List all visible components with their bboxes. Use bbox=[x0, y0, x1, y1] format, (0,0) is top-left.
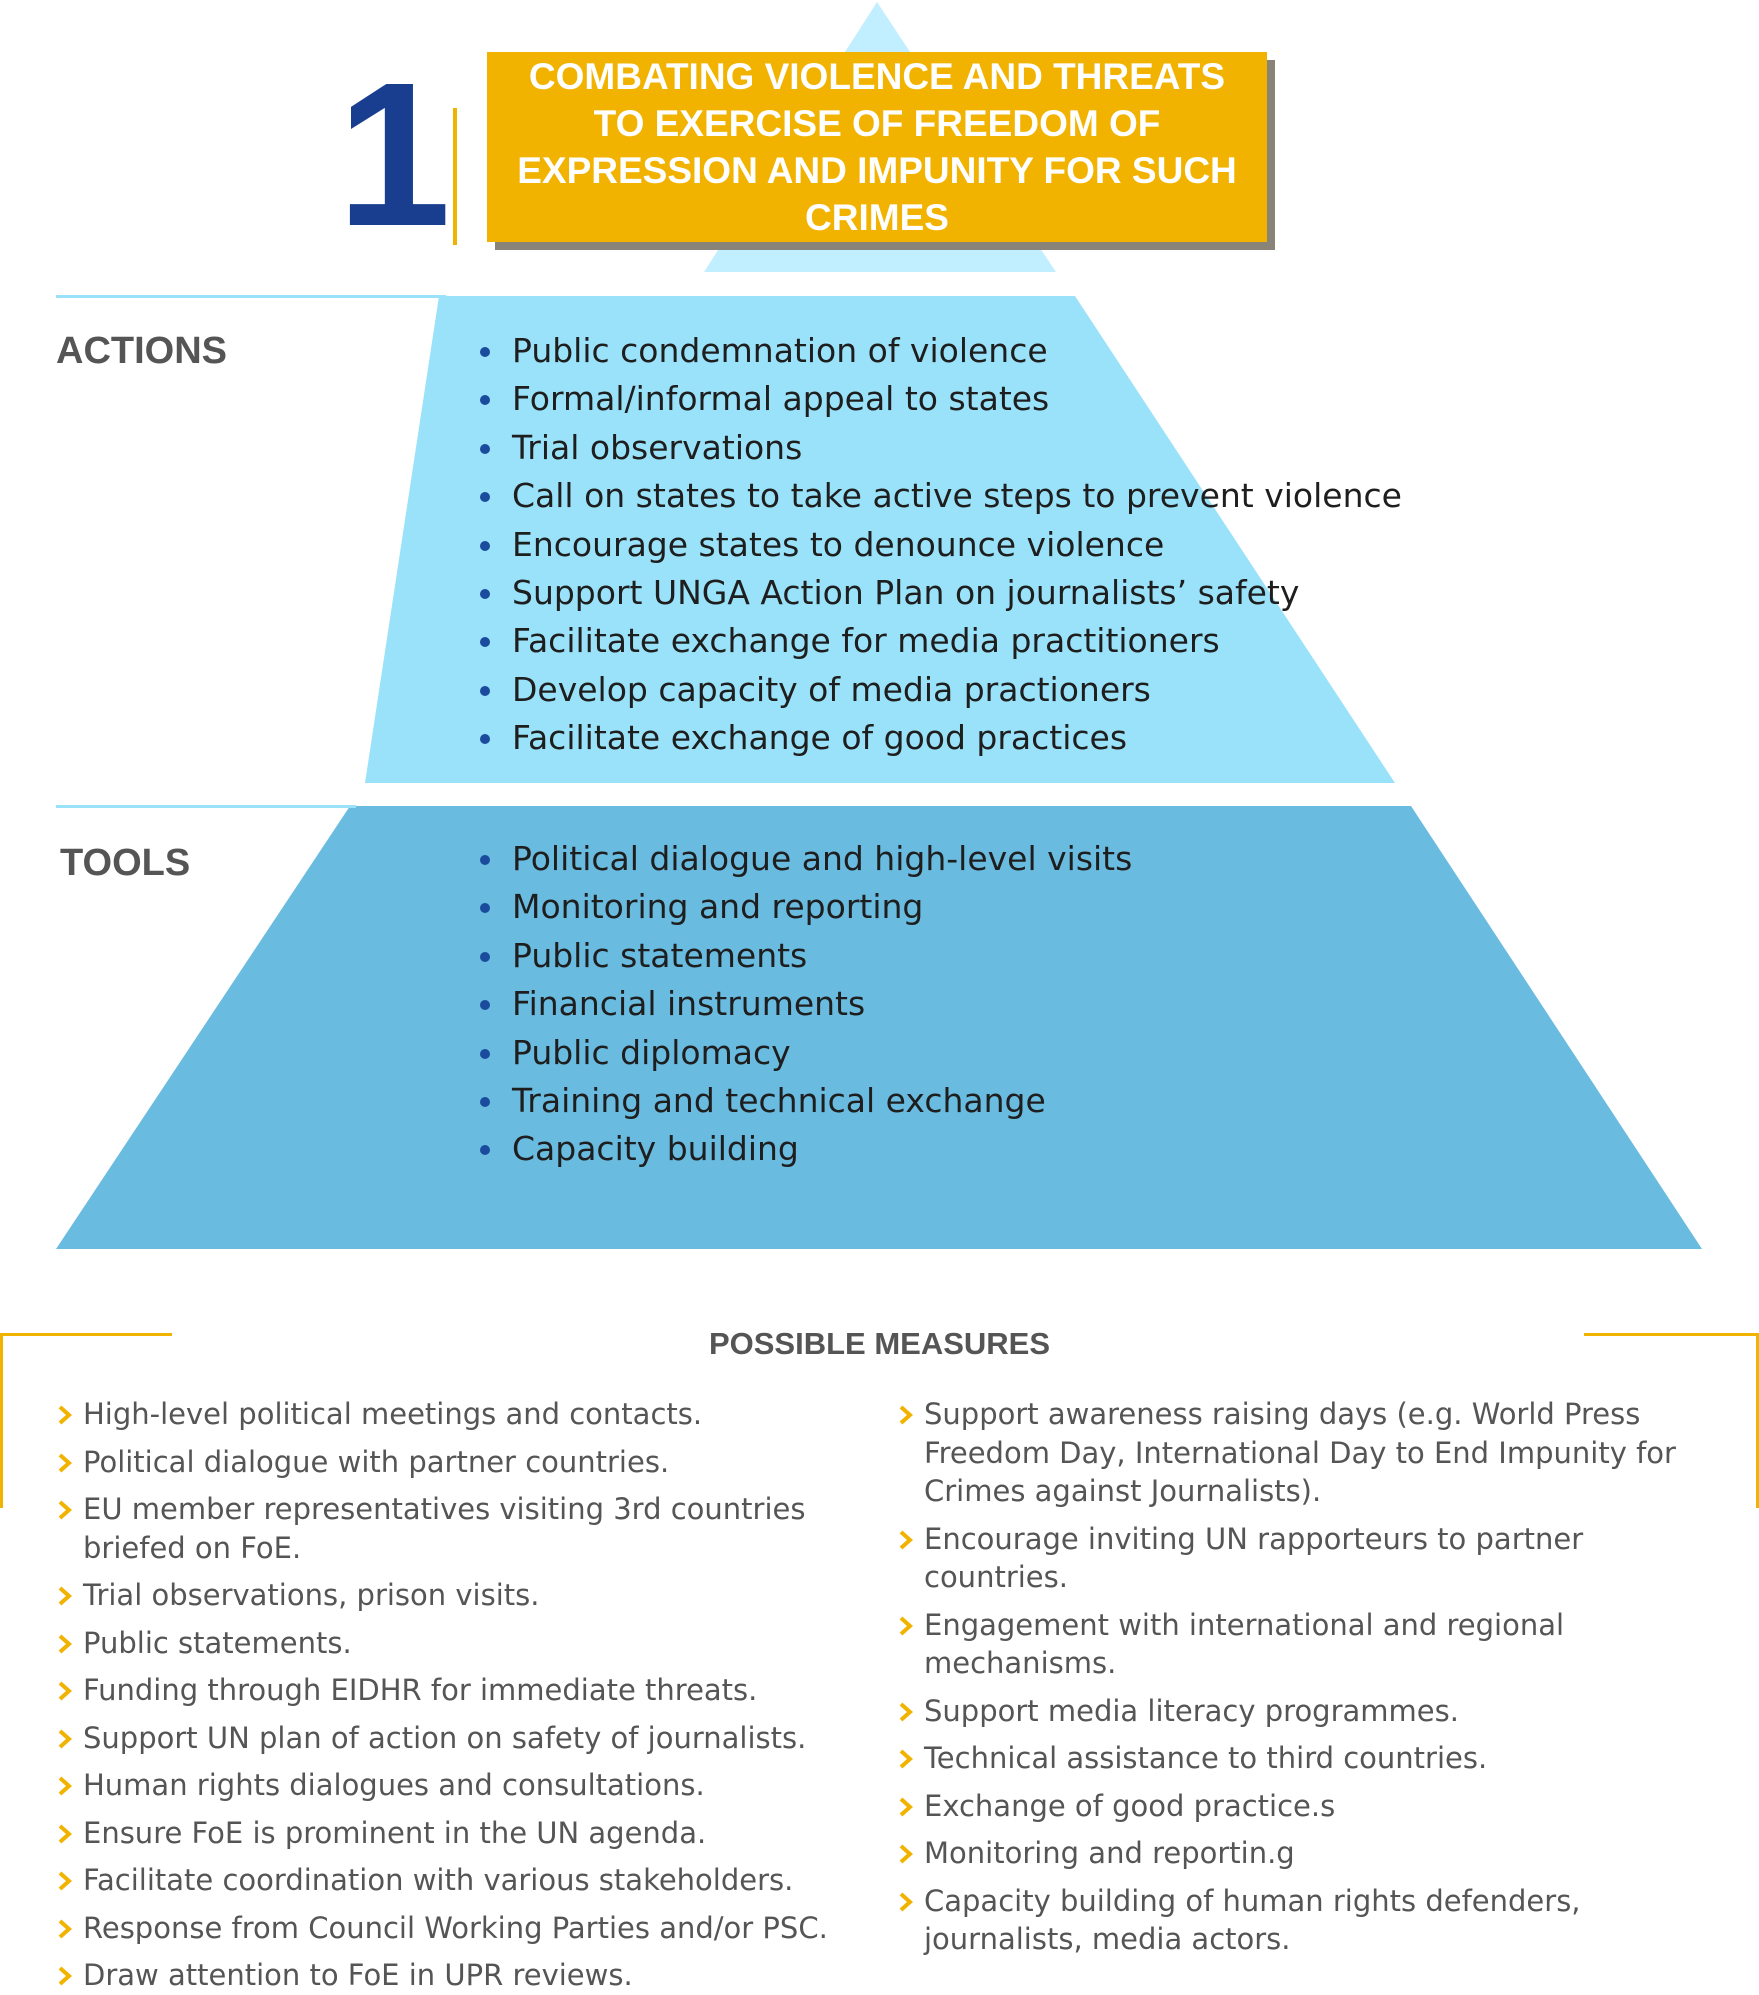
measure-text: Encourage inviting UN rapporteurs to par… bbox=[924, 1521, 1584, 1595]
action-item: Support UNGA Action Plan on journalists’… bbox=[476, 569, 1402, 617]
chevron-right-icon bbox=[899, 1797, 914, 1816]
chevron-right-icon bbox=[58, 1776, 73, 1796]
measure-item: Support UN plan of action on safety of j… bbox=[56, 1719, 876, 1758]
measure-text: Trial observations, prison visits. bbox=[83, 1578, 540, 1612]
measure-item: Encourage inviting UN rapporteurs to par… bbox=[897, 1520, 1727, 1597]
measure-text: Monitoring and reportin.g bbox=[924, 1836, 1295, 1870]
chevron-right-icon bbox=[899, 1405, 914, 1425]
tools-label: TOOLS bbox=[60, 842, 191, 884]
measure-item: Technical assistance to third countries. bbox=[897, 1739, 1727, 1778]
measure-text: Exchange of good practice.s bbox=[924, 1788, 1336, 1823]
action-item: Develop capacity of media practioners bbox=[476, 666, 1402, 714]
section-number: 1 bbox=[336, 40, 451, 269]
tool-item: Public diplomacy bbox=[476, 1029, 1132, 1077]
chevron-right-icon bbox=[58, 1681, 73, 1701]
measure-text: Capacity building of human rights defend… bbox=[924, 1883, 1581, 1957]
chevron-right-icon bbox=[58, 1919, 73, 1938]
measure-text: Support media literacy programmes. bbox=[924, 1693, 1459, 1728]
measure-text: Draw attention to FoE in UPR reviews. bbox=[83, 1958, 633, 1992]
measure-item: Monitoring and reportin.g bbox=[897, 1834, 1727, 1873]
chevron-right-icon bbox=[58, 1405, 73, 1425]
chevron-right-icon bbox=[58, 1586, 73, 1606]
action-item: Encourage states to denounce violence bbox=[476, 521, 1402, 569]
measure-text: Support awareness raising days (e.g. Wor… bbox=[924, 1397, 1676, 1508]
tool-item: Capacity building bbox=[476, 1125, 1132, 1173]
chevron-right-icon bbox=[899, 1702, 914, 1721]
measure-item: Human rights dialogues and consultations… bbox=[56, 1766, 876, 1805]
measure-item: Funding through EIDHR for immediate thre… bbox=[56, 1671, 876, 1710]
actions-divider-line bbox=[56, 295, 446, 298]
chevron-right-icon bbox=[899, 1844, 914, 1864]
tool-item: Training and technical exchange bbox=[476, 1077, 1132, 1125]
measure-text: Ensure FoE is prominent in the UN agenda… bbox=[83, 1815, 707, 1850]
measure-item: EU member representatives visiting 3rd c… bbox=[56, 1490, 876, 1567]
bracket-right-top bbox=[1584, 1333, 1759, 1336]
measure-item: Ensure FoE is prominent in the UN agenda… bbox=[56, 1814, 876, 1853]
tools-list: Political dialogue and high-level visits… bbox=[476, 835, 1132, 1174]
measure-item: Response from Council Working Parties an… bbox=[56, 1909, 876, 1948]
measure-text: Human rights dialogues and consultations… bbox=[83, 1768, 705, 1802]
measure-text: Engagement with international and region… bbox=[924, 1607, 1565, 1681]
action-item: Facilitate exchange for media practition… bbox=[476, 617, 1402, 665]
chevron-right-icon bbox=[899, 1530, 914, 1549]
measure-text: Facilitate coordination with various sta… bbox=[83, 1863, 794, 1897]
bracket-left-side bbox=[0, 1333, 3, 1508]
measure-text: Political dialogue with partner countrie… bbox=[83, 1444, 670, 1479]
chevron-right-icon bbox=[58, 1453, 73, 1472]
action-item: Formal/informal appeal to states bbox=[476, 375, 1402, 423]
pyramid-middle-tier bbox=[365, 296, 1395, 783]
measures-left-list: High-level political meetings and contac… bbox=[56, 1395, 876, 1995]
measure-item: Capacity building of human rights defend… bbox=[897, 1882, 1727, 1959]
pyramid-bottom-tier bbox=[56, 806, 1702, 1249]
measure-text: EU member representatives visiting 3rd c… bbox=[83, 1492, 806, 1565]
measure-item: Exchange of good practice.s bbox=[897, 1787, 1727, 1826]
measure-item: Draw attention to FoE in UPR reviews. bbox=[56, 1956, 876, 1995]
chevron-right-icon bbox=[58, 1729, 73, 1748]
action-item: Public condemnation of violence bbox=[476, 327, 1402, 375]
chevron-right-icon bbox=[899, 1749, 914, 1769]
measure-text: Response from Council Working Parties an… bbox=[83, 1910, 828, 1945]
tool-item: Public statements bbox=[476, 932, 1132, 980]
measure-item: Public statements. bbox=[56, 1624, 876, 1663]
section-title: COMBATING VIOLENCE AND THREATS TO EXERCI… bbox=[517, 56, 1237, 238]
measure-text: Support UN plan of action on safety of j… bbox=[83, 1720, 807, 1755]
measure-item: High-level political meetings and contac… bbox=[56, 1395, 876, 1434]
measure-text: Funding through EIDHR for immediate thre… bbox=[83, 1673, 758, 1707]
tool-item: Monitoring and reporting bbox=[476, 883, 1132, 931]
action-item: Trial observations bbox=[476, 424, 1402, 472]
chevron-right-icon bbox=[899, 1616, 914, 1635]
title-box: COMBATING VIOLENCE AND THREATS TO EXERCI… bbox=[487, 52, 1267, 242]
actions-label: ACTIONS bbox=[56, 330, 227, 372]
action-item: Facilitate exchange of good practices bbox=[476, 714, 1402, 762]
measure-item: Political dialogue with partner countrie… bbox=[56, 1443, 876, 1482]
measure-item: Support awareness raising days (e.g. Wor… bbox=[897, 1395, 1727, 1511]
measure-item: Engagement with international and region… bbox=[897, 1606, 1727, 1683]
chevron-right-icon bbox=[58, 1824, 73, 1843]
chevron-right-icon bbox=[58, 1634, 73, 1653]
measure-item: Trial observations, prison visits. bbox=[56, 1576, 876, 1615]
number-divider bbox=[453, 108, 457, 245]
tool-item: Financial instruments bbox=[476, 980, 1132, 1028]
chevron-right-icon bbox=[899, 1892, 914, 1911]
action-item: Call on states to take active steps to p… bbox=[476, 472, 1402, 520]
measure-text: Public statements. bbox=[83, 1625, 352, 1660]
measures-right-list: Support awareness raising days (e.g. Wor… bbox=[897, 1395, 1727, 1959]
tool-item: Political dialogue and high-level visits bbox=[476, 835, 1132, 883]
measure-item: Support media literacy programmes. bbox=[897, 1692, 1727, 1731]
chevron-right-icon bbox=[58, 1966, 73, 1986]
measure-text: High-level political meetings and contac… bbox=[83, 1397, 703, 1431]
bracket-left-top bbox=[0, 1333, 172, 1336]
chevron-right-icon bbox=[58, 1500, 73, 1520]
chevron-right-icon bbox=[58, 1871, 73, 1891]
tools-divider-line bbox=[56, 805, 356, 808]
measure-item: Facilitate coordination with various sta… bbox=[56, 1861, 876, 1900]
measure-text: Technical assistance to third countries. bbox=[924, 1741, 1488, 1775]
bracket-right-side bbox=[1756, 1333, 1759, 1508]
possible-measures-title: POSSIBLE MEASURES bbox=[708, 1326, 1051, 1361]
